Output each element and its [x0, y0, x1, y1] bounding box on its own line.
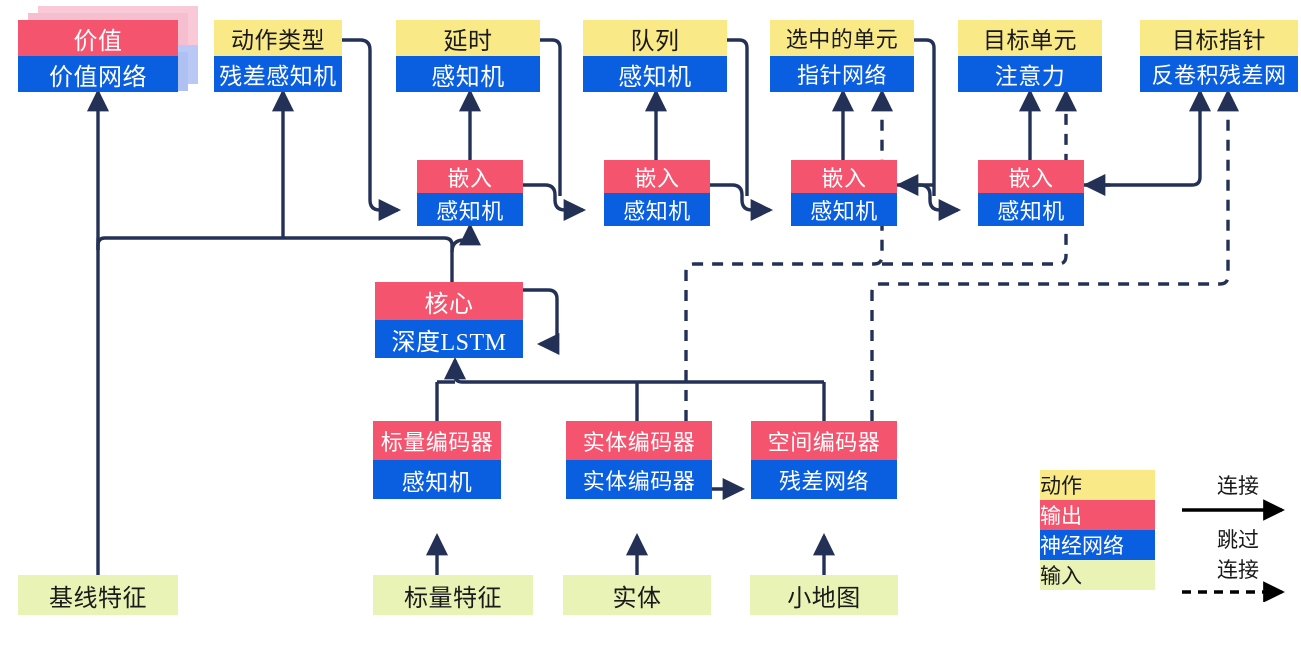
wire-core-recurrent-loop	[523, 288, 560, 356]
embedding-node-2[interactable]: 嵌入 感知机	[604, 160, 710, 226]
input-node-baseline-features-label: 基线特征	[18, 575, 178, 615]
output-node-target-unit[interactable]: 目标单元 注意力	[958, 20, 1102, 92]
legend-network: 神经网络	[1040, 530, 1155, 560]
skip-entity-encoder-to-target-unit	[882, 88, 1078, 266]
wire-embed-2-to-embed-3	[710, 183, 774, 222]
legend-connection-label: 连接	[1217, 474, 1259, 498]
encoder-node-scalar-title: 标量编码器	[373, 421, 501, 460]
input-node-scalar-features[interactable]: 标量特征	[373, 575, 533, 615]
skip-entity-encoder-to-selected-units	[684, 88, 894, 421]
encoder-node-scalar-network: 感知机	[373, 460, 501, 499]
legend-arrow-glyphs	[1182, 499, 1285, 602]
legend-output: 输出	[1040, 500, 1155, 530]
output-node-value-title: 价值	[18, 20, 178, 56]
encoder-node-spatial-network: 残差网络	[751, 460, 897, 499]
wire-delay-riser	[540, 38, 562, 196]
input-node-entities-label: 实体	[563, 575, 711, 615]
output-node-queue-title: 队列	[583, 20, 727, 56]
output-node-action-type[interactable]: 动作类型 残差感知机	[214, 20, 342, 92]
output-node-target-unit-title: 目标单元	[958, 20, 1102, 56]
embedding-node-1-network: 感知机	[417, 193, 523, 226]
output-node-delay-network: 感知机	[396, 56, 540, 92]
legend-input: 输入	[1040, 560, 1155, 590]
output-node-target-point[interactable]: 目标指针 反卷积残差网	[1140, 20, 1298, 92]
wire-action-type-to-embed-1	[342, 38, 402, 222]
wire-embed-1-to-embed-2	[523, 183, 587, 222]
input-node-baseline-features[interactable]: 基线特征	[18, 575, 178, 615]
encoder-node-entity-title: 实体编码器	[566, 421, 712, 460]
input-node-minimap[interactable]: 小地图	[750, 575, 898, 615]
output-node-selected-units-title: 选中的单元	[770, 20, 914, 56]
embedding-node-1-title: 嵌入	[417, 160, 523, 193]
wire-encoder-bus-to-core	[443, 356, 824, 384]
core-node-network: 深度LSTM	[375, 320, 523, 358]
core-node[interactable]: 核心 深度LSTM	[375, 282, 523, 358]
encoder-node-spatial[interactable]: 空间编码器 残差网络	[751, 421, 897, 499]
embedding-node-2-network: 感知机	[604, 193, 710, 226]
embedding-node-3-title: 嵌入	[791, 160, 897, 193]
legend-skip-connection-label-line2: 连接	[1217, 558, 1259, 582]
output-node-value[interactable]: 价值 价值网络	[18, 20, 178, 92]
input-node-entities[interactable]: 实体	[563, 575, 711, 615]
output-node-queue[interactable]: 队列 感知机	[583, 20, 727, 92]
embedding-node-3-network: 感知机	[791, 193, 897, 226]
wire-embed-3-to-embed-4	[897, 183, 962, 222]
wire-queue-riser	[727, 38, 749, 196]
embedding-node-1[interactable]: 嵌入 感知机	[417, 160, 523, 226]
skip-spatial-encoder-to-target-point	[870, 88, 1240, 421]
encoder-node-spatial-title: 空间编码器	[751, 421, 897, 460]
output-node-action-type-network: 残差感知机	[214, 56, 342, 92]
output-node-action-type-title: 动作类型	[214, 20, 342, 56]
output-node-delay-title: 延时	[396, 20, 540, 56]
output-node-target-unit-network: 注意力	[958, 56, 1102, 92]
output-node-queue-network: 感知机	[583, 56, 727, 92]
legend-skip-connection-label-line1: 跳过	[1217, 528, 1259, 552]
legend-action: 动作	[1040, 470, 1155, 500]
core-node-title: 核心	[375, 282, 523, 320]
wire-embed-4-to-target-point	[1084, 88, 1212, 187]
output-node-value-network: 价值网络	[18, 56, 178, 92]
embedding-node-4-network: 感知机	[978, 193, 1084, 226]
legend-edge-types: 连接 跳过 连接	[1178, 470, 1298, 602]
encoder-node-entity-network: 实体编码器	[566, 460, 712, 499]
embedding-node-4-title: 嵌入	[978, 160, 1084, 193]
wire-core-to-embed-1	[450, 222, 482, 253]
wire-core-bus-left	[96, 236, 454, 252]
output-node-target-point-title: 目标指针	[1140, 20, 1298, 56]
input-node-scalar-features-label: 标量特征	[373, 575, 533, 615]
wire-selected-units-riser	[914, 38, 936, 196]
encoder-node-entity[interactable]: 实体编码器 实体编码器	[566, 421, 712, 499]
legend-swatches: 动作 输出 神经网络 输入	[1040, 470, 1155, 590]
input-node-minimap-label: 小地图	[750, 575, 898, 615]
output-node-selected-units[interactable]: 选中的单元 指针网络	[770, 20, 914, 92]
embedding-node-4[interactable]: 嵌入 感知机	[978, 160, 1084, 226]
embedding-node-3[interactable]: 嵌入 感知机	[791, 160, 897, 226]
output-node-target-point-network: 反卷积残差网	[1140, 56, 1298, 92]
output-node-delay[interactable]: 延时 感知机	[396, 20, 540, 92]
embedding-node-2-title: 嵌入	[604, 160, 710, 193]
encoder-node-scalar[interactable]: 标量编码器 感知机	[373, 421, 501, 499]
output-node-selected-units-network: 指针网络	[770, 56, 914, 92]
